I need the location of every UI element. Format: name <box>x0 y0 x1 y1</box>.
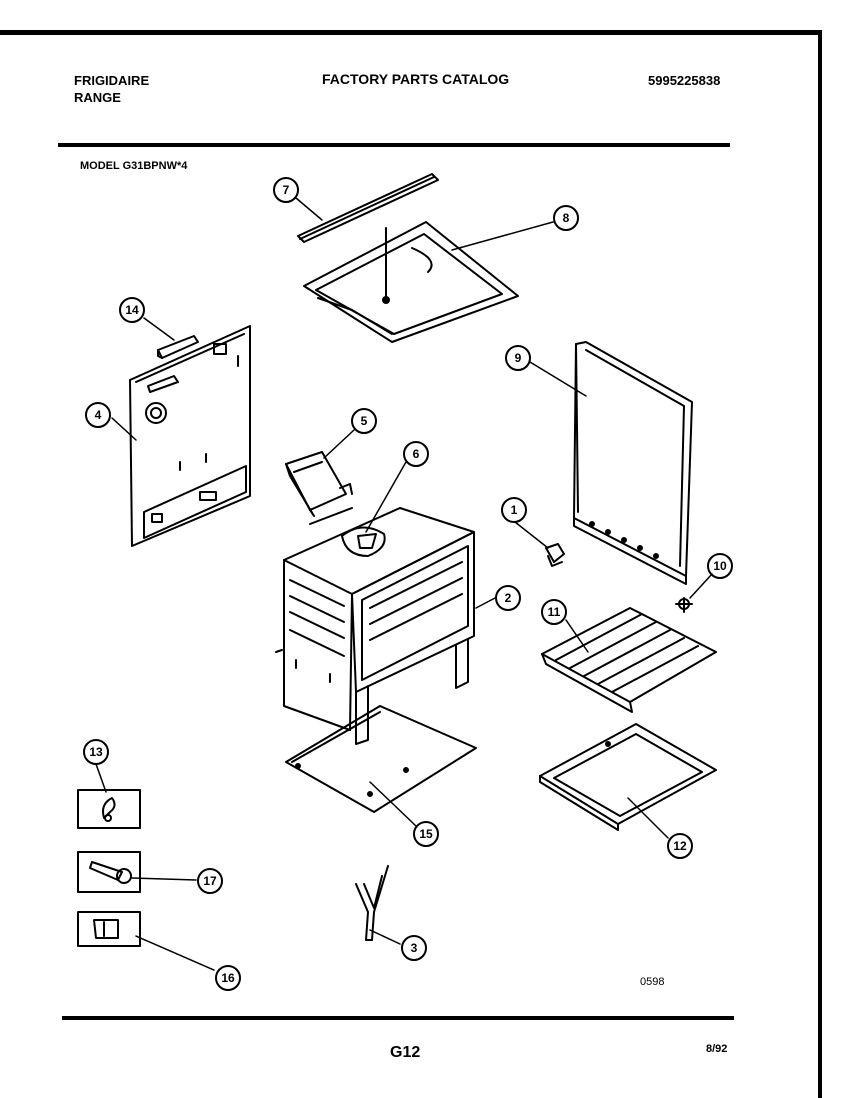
part-16-clip-box <box>77 911 141 947</box>
brand-name: FRIGIDAIRE <box>74 73 150 88</box>
callout-1 <box>501 497 527 523</box>
callout-12 <box>667 833 693 859</box>
part-2-oven-body <box>275 507 475 745</box>
callout-13 <box>83 739 109 765</box>
part-8-cooktop <box>303 221 519 343</box>
callout-label-17: 17 <box>203 874 217 888</box>
callout-markers <box>83 177 733 991</box>
part-5-vent <box>285 451 353 517</box>
callout-label-2: 2 <box>505 591 512 605</box>
part-17-screw-box <box>77 851 141 893</box>
callout-label-7: 7 <box>283 183 290 197</box>
callout-label-13: 13 <box>89 745 103 759</box>
catalog-number: 5995225838 <box>648 73 721 88</box>
callout-10 <box>707 553 733 579</box>
part-10-knob <box>675 597 693 613</box>
right-border <box>818 34 822 1098</box>
callout-9 <box>505 345 531 371</box>
callout-leader-lines <box>95 197 713 971</box>
callout-label-8: 8 <box>563 211 570 225</box>
product-name: RANGE <box>74 90 121 105</box>
callout-5 <box>351 408 377 434</box>
page-number: G12 <box>390 1044 421 1061</box>
callout-label-11: 11 <box>548 605 561 619</box>
catalog-title: FACTORY PARTS CATALOG <box>322 71 510 87</box>
callout-label-4: 4 <box>95 408 102 422</box>
callout-15 <box>413 821 439 847</box>
callout-17 <box>197 868 223 894</box>
callout-label-10: 10 <box>713 559 727 573</box>
callout-14 <box>119 297 145 323</box>
callout-label-14: 14 <box>125 303 139 317</box>
callout-11 <box>541 599 567 625</box>
callout-3 <box>401 935 427 961</box>
callout-label-3: 3 <box>411 941 418 955</box>
figure-code: 0598 <box>640 976 665 988</box>
callout-label-1: 1 <box>511 503 518 517</box>
callout-label-5: 5 <box>361 414 368 428</box>
callout-label-9: 9 <box>515 351 522 365</box>
part-3-bracket <box>355 865 389 941</box>
part-11-oven-rack <box>541 607 717 713</box>
callout-6 <box>403 441 429 467</box>
callout-label-15: 15 <box>419 827 433 841</box>
callout-2 <box>495 585 521 611</box>
part-1-clip <box>545 543 565 567</box>
part-6-burner <box>309 507 386 557</box>
revision-date: 8/92 <box>706 1043 728 1055</box>
footer-rule <box>62 1016 734 1020</box>
part-15-bottom-panel <box>285 705 477 813</box>
header-brand-block: FRIGIDAIRE RANGE <box>74 72 149 106</box>
callout-8 <box>553 205 579 231</box>
callout-7 <box>273 177 299 203</box>
callout-label-16: 16 <box>221 971 235 985</box>
callout-4 <box>85 402 111 428</box>
header-rule <box>58 143 730 147</box>
model-number: MODEL G31BPNW*4 <box>80 160 188 172</box>
part-4-back-panel <box>129 325 251 547</box>
callout-16 <box>215 965 241 991</box>
part-13-box <box>77 789 141 829</box>
part-7-trim-strip <box>297 173 439 243</box>
part-12-broiler-pan <box>539 723 717 831</box>
callout-label-6: 6 <box>413 447 420 461</box>
part-9-door-panel <box>573 341 693 585</box>
top-border <box>0 30 822 35</box>
part-14-block <box>157 335 199 359</box>
callout-label-12: 12 <box>673 839 687 853</box>
callout-labels: 7 8 14 4 5 6 9 1 2 10 11 12 13 15 17 16 … <box>89 183 727 985</box>
